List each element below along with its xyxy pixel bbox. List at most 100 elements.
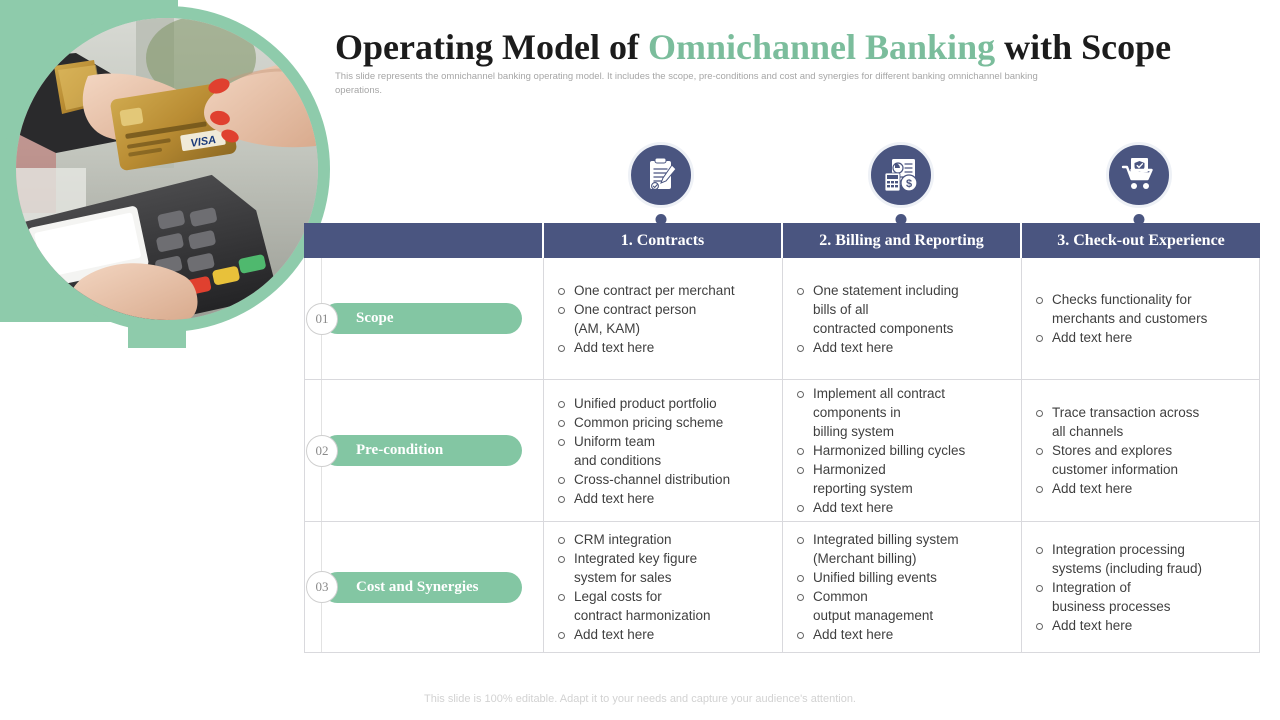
bullet-item: Stores and explores: [1034, 441, 1199, 460]
svg-text:VISA: VISA: [190, 134, 217, 150]
bullet-item: Harmonized billing cycles: [795, 441, 965, 460]
bullet-item-continuation: contract harmonization: [574, 608, 711, 623]
row-label-text: Pre-condition: [322, 435, 522, 466]
bullet-item: One statement including: [795, 281, 959, 300]
bullet-item: Unified billing events: [795, 568, 959, 587]
row-number-badge: 01: [306, 302, 338, 335]
title-part-2: with Scope: [995, 27, 1172, 67]
contract-document-icon: [628, 142, 694, 208]
table-header-row: 1. Contracts 2. Billing and Reporting 3.…: [304, 223, 1260, 258]
footer-note: This slide is 100% editable. Adapt it to…: [424, 693, 856, 705]
bullet-item: Add text here: [556, 338, 735, 357]
row-label-text: Cost and Synergies: [322, 571, 522, 603]
bullet-list: Implement all contract components in billi…: [795, 384, 965, 517]
table-header-checkout-experience: 3. Check-out Experience: [1022, 223, 1260, 258]
bullet-item-continuation: merchants and customers: [1052, 311, 1208, 326]
bullet-item: Add text here: [795, 498, 965, 517]
bullet-item-continuation: output management: [813, 608, 934, 623]
card-payment-photo: VISA: [16, 18, 318, 320]
bullet-item: Integrated billing system: [795, 530, 959, 549]
bullet-item-continuation: system for sales: [574, 570, 672, 585]
bullet-item-continuation: (Merchant billing): [813, 551, 917, 566]
row-number-badge: 03: [306, 571, 338, 603]
connector-dot-contracts: [655, 214, 667, 225]
bullet-item: Cross-channel distribution: [556, 470, 730, 489]
connector-dot-checkout: [1133, 214, 1145, 225]
page-title: Operating Model of Omnichannel Banking w…: [335, 26, 1245, 68]
cell-billing: Integrated billing system (Merchant billi…: [783, 522, 1022, 652]
hero-image-block: VISA: [0, 0, 340, 352]
bullet-item: Legal costs for: [556, 587, 711, 606]
bullet-item: Unified product portfolio: [556, 394, 730, 413]
bullet-item: Integrated key figure: [556, 549, 711, 568]
cell-checkout: Checks functionality for merchants and cu…: [1022, 258, 1260, 379]
bullet-item: Integration of: [1034, 578, 1202, 597]
cell-billing: Implement all contract components in billi…: [783, 380, 1022, 521]
bullet-item-continuation: billing system: [813, 424, 895, 439]
bullet-item: Common pricing scheme: [556, 413, 730, 432]
bullet-item: One contract person: [556, 300, 735, 319]
table-header-contracts: 1. Contracts: [544, 223, 783, 258]
bullet-item: Common: [795, 587, 959, 606]
table-header-billing-reporting: 2. Billing and Reporting: [783, 223, 1022, 258]
title-part-1: Operating Model of: [335, 27, 648, 67]
payment-photo-illustration: VISA: [16, 18, 318, 320]
bullet-list: Integrated billing system (Merchant billi…: [795, 530, 959, 644]
bullet-item: Trace transaction across: [1034, 403, 1199, 422]
bullet-item: Implement all contract: [795, 384, 965, 403]
operating-model-table: 1. Contracts 2. Billing and Reporting 3.…: [304, 223, 1260, 653]
table-header-row-label: [304, 223, 544, 258]
bullet-item-continuation: business processes: [1052, 598, 1171, 614]
title-highlight: Omnichannel Banking: [647, 27, 996, 67]
bullet-item-continuation: and conditions: [574, 452, 662, 468]
bullet-item: Add text here: [1034, 328, 1207, 347]
svg-text:$: $: [906, 178, 912, 190]
bullet-item: Checks functionality for: [1034, 290, 1207, 309]
bullet-item: One contract per merchant: [556, 281, 735, 300]
bullet-item-continuation: customer information: [1052, 462, 1179, 477]
bullet-item: Add text here: [795, 338, 959, 357]
row-label-text: Scope: [322, 303, 522, 334]
shopping-cart-checkout-icon: [1106, 142, 1172, 208]
bullet-item-continuation: bills of all: [813, 301, 869, 317]
row-number-badge: 02: [306, 434, 338, 467]
bullet-item-continuation: reporting system: [813, 481, 913, 496]
bullet-item: Add text here: [795, 625, 959, 644]
bullet-item: Integration processing: [1034, 540, 1202, 559]
bullet-item-continuation: contracted components: [813, 320, 954, 336]
billing-invoice-icon: $: [868, 142, 934, 208]
bullet-item: CRM integration: [556, 530, 711, 549]
icon-node-contracts: [617, 142, 705, 240]
page-subtitle: This slide represents the omnichannel ba…: [335, 71, 1038, 96]
bullet-item-continuation: components in: [813, 405, 901, 420]
bullet-item-continuation: (AM, KAM): [574, 320, 640, 336]
bullet-item-continuation: all channels: [1052, 424, 1124, 439]
bullet-item: Add text here: [1034, 616, 1202, 635]
bullet-item: Add text here: [556, 489, 730, 508]
connector-dot-billing: [895, 214, 907, 225]
bullet-item: Add text here: [556, 625, 711, 644]
icon-node-billing: $: [857, 142, 945, 240]
icon-node-checkout: [1095, 142, 1183, 240]
bullet-item: Harmonized: [795, 460, 965, 479]
bullet-list: Checks functionality for merchants and cu…: [1034, 290, 1207, 347]
